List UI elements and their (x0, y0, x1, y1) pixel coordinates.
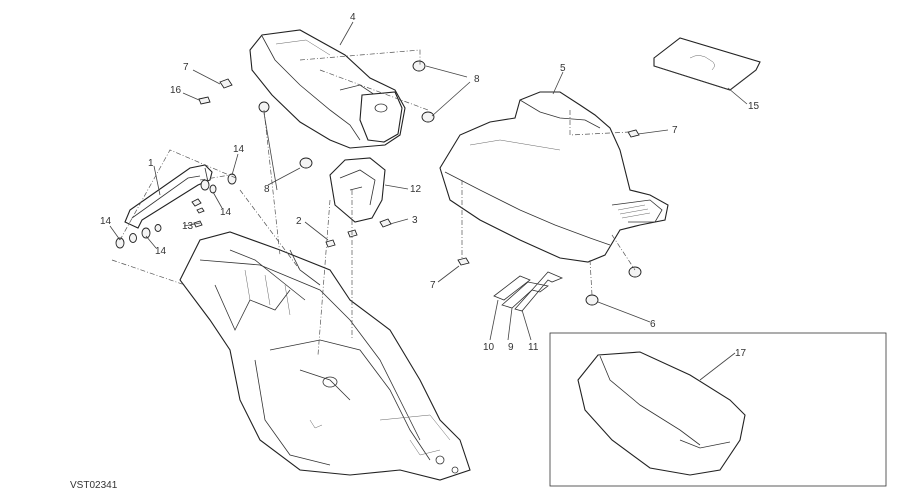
callout-3: 3 (412, 215, 418, 226)
leader-lines (109, 21, 748, 381)
callout-17: 17 (735, 348, 747, 359)
callout-12: 12 (410, 184, 422, 195)
callout-11: 11 (528, 342, 539, 353)
callout-8-left: 8 (264, 184, 270, 195)
callout-labels: 1 2 3 4 5 6 7 7 7 8 8 9 10 11 12 13 14 1… (100, 12, 760, 359)
callout-6: 6 (650, 319, 656, 330)
seat-lock-bracket (329, 157, 386, 223)
callout-8-right: 8 (474, 74, 480, 85)
rider-seat (439, 91, 669, 263)
rear-subframe (179, 231, 471, 481)
callout-14-left: 14 (100, 216, 112, 227)
callout-7-clip: 7 (183, 62, 189, 73)
owners-booklet (653, 37, 761, 91)
callout-14-lower: 14 (155, 246, 167, 257)
callout-10: 10 (483, 342, 495, 353)
drawing-code: VST02341 (70, 480, 118, 491)
callout-14-top: 14 (233, 144, 245, 155)
callout-14-mid: 14 (220, 207, 232, 218)
callout-7-lower: 7 (430, 280, 436, 291)
rubber-buffers (258, 60, 435, 169)
assembly-lines (111, 49, 636, 356)
callout-9: 9 (508, 342, 514, 353)
clip-and-pad (198, 78, 233, 105)
screws (193, 218, 392, 248)
optional-seat-inset (549, 332, 887, 487)
callout-2: 2 (296, 216, 302, 227)
allen-keys (493, 271, 564, 312)
callout-1: 1 (148, 158, 154, 169)
callout-15: 15 (748, 101, 760, 112)
callout-7-seat: 7 (672, 125, 678, 136)
callout-4: 4 (350, 12, 356, 23)
callout-5: 5 (560, 63, 566, 74)
inset-frame (549, 332, 887, 487)
rider-seat-hardware (457, 129, 642, 306)
callout-13: 13 (182, 221, 194, 232)
passenger-seat-cowl (249, 29, 406, 149)
grab-handle (124, 164, 213, 229)
callout-16: 16 (170, 85, 182, 96)
